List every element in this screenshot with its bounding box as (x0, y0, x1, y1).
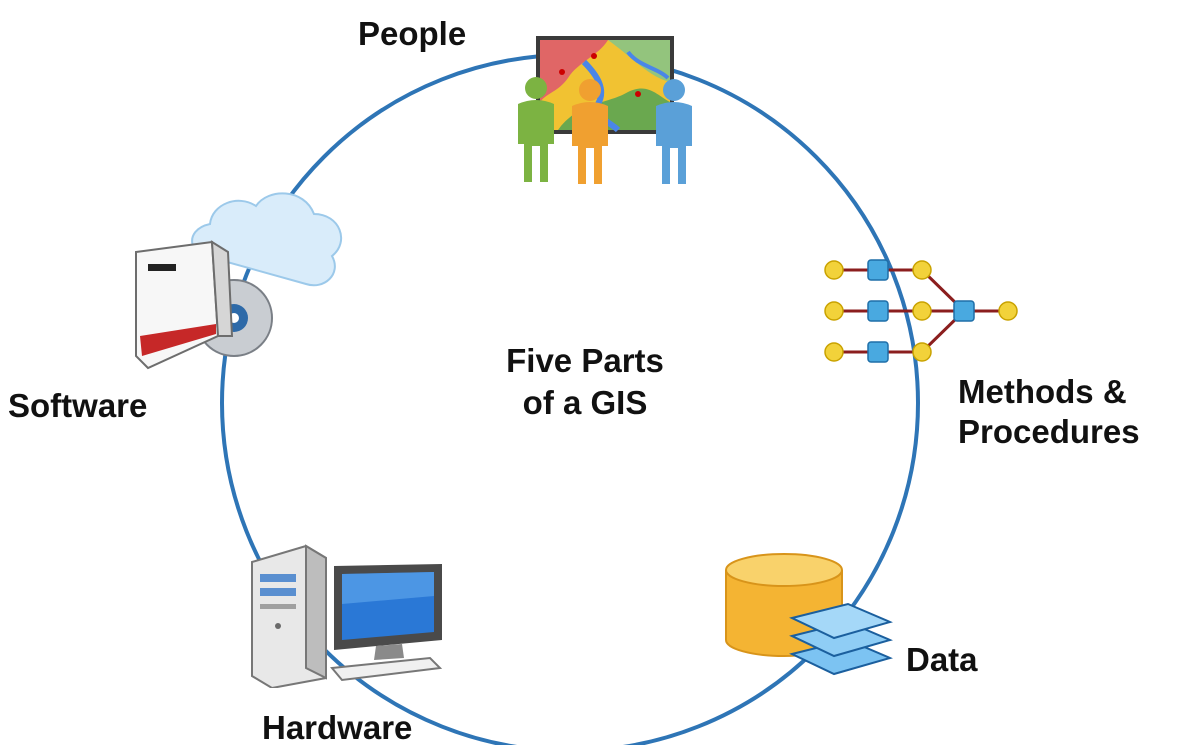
workflow-icon (824, 259, 1018, 363)
computer-icon (251, 544, 443, 688)
center-title-line2: of a GIS (522, 384, 648, 422)
hardware-label: Hardware (262, 709, 413, 746)
methods-label-line1: Methods & (958, 373, 1127, 410)
people-map-icon (518, 36, 692, 184)
center-title: Five Parts of a GIS (455, 340, 715, 424)
software-box-icon (135, 192, 343, 370)
software-label: Software (8, 387, 148, 424)
methods-procedures-label: Methods & Procedures (958, 372, 1140, 453)
people-label: People (358, 15, 467, 52)
data-label: Data (906, 641, 978, 678)
database-icon (725, 553, 893, 676)
methods-label-line2: Procedures (958, 413, 1140, 451)
center-title-line1: Five Parts (506, 342, 664, 379)
